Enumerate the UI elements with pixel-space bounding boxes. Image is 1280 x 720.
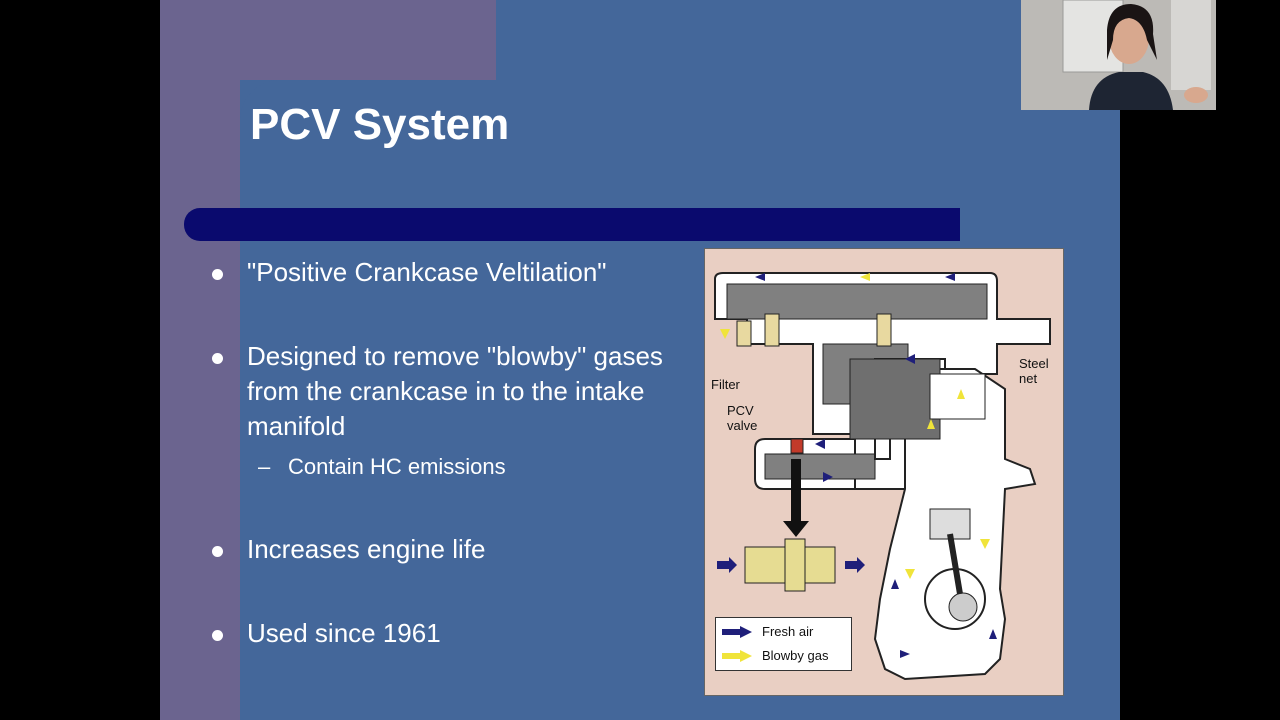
bullet-text: Designed to remove "blowby" gases from t… bbox=[247, 341, 663, 441]
fresh-air-arrows bbox=[717, 273, 997, 658]
cylinder-head bbox=[849, 358, 941, 440]
filter-element bbox=[764, 313, 780, 347]
sub-bullet-text: Contain HC emissions bbox=[288, 454, 506, 479]
fresh-air-arrow-icon bbox=[722, 626, 752, 638]
pcv-valve-label: PCV valve bbox=[727, 403, 758, 433]
title-divider-bar bbox=[184, 208, 960, 241]
valve-cover bbox=[929, 373, 986, 420]
manifold-runner bbox=[764, 453, 876, 480]
pcv-valve-marker bbox=[790, 438, 804, 454]
slide-title: PCV System bbox=[250, 100, 510, 149]
diagram-legend: Fresh air Blowby gas bbox=[715, 617, 852, 671]
legend-label: Blowby gas bbox=[762, 648, 829, 663]
callout-arrow bbox=[783, 459, 809, 537]
pcv-engine-diagram: Filter PCV valve Steel net Fresh air Blo… bbox=[704, 248, 1064, 696]
engine-illustration bbox=[714, 272, 1051, 681]
bullet-dot bbox=[212, 269, 223, 280]
filter-element bbox=[736, 320, 752, 347]
blowby-gas-arrows bbox=[720, 273, 990, 579]
filter-element bbox=[876, 313, 892, 347]
bullet-dot bbox=[212, 353, 223, 364]
bullet-text: Used since 1961 bbox=[247, 618, 441, 648]
presentation-slide: PCV System "Positive Crankcase Veltilati… bbox=[160, 0, 1120, 720]
legend-label: Fresh air bbox=[762, 624, 814, 639]
filter-label: Filter bbox=[711, 377, 740, 392]
air-cleaner-body bbox=[726, 283, 988, 320]
pcv-valve-body bbox=[784, 538, 806, 592]
blowby-gas-arrow-icon bbox=[722, 650, 752, 662]
bullet-dot bbox=[212, 630, 223, 641]
presenter-figure bbox=[1021, 0, 1216, 110]
presenter-webcam-video bbox=[1021, 0, 1216, 110]
accent-band-top bbox=[240, 0, 496, 80]
bullet-dot bbox=[212, 546, 223, 557]
sub-bullet-marker: – bbox=[258, 454, 271, 479]
bullet-text: Increases engine life bbox=[247, 534, 486, 564]
accent-band-left bbox=[160, 0, 240, 720]
connecting-rod bbox=[947, 533, 963, 595]
crank-pin bbox=[948, 592, 978, 622]
bullet-text: "Positive Crankcase Veltilation" bbox=[247, 257, 607, 287]
steel-net-label: Steel net bbox=[1019, 356, 1049, 386]
